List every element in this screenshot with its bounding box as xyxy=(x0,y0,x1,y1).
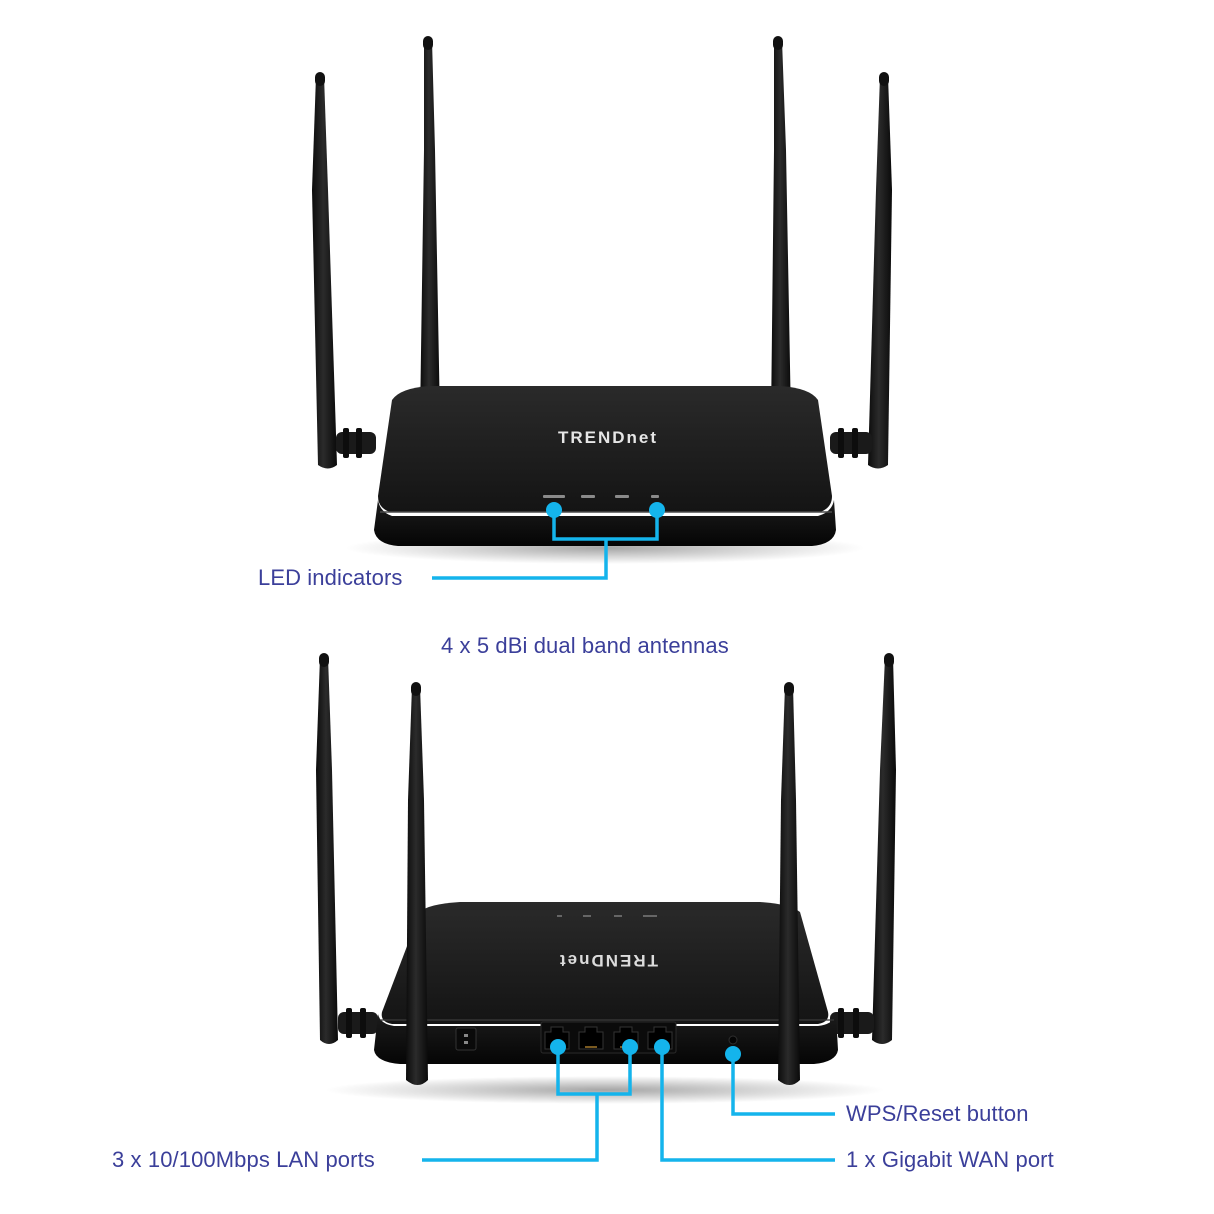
antenna-front-left-inner-icon xyxy=(420,36,440,420)
lan-port-2-icon xyxy=(578,1026,604,1050)
router-back-view: TRENDnet xyxy=(316,653,896,1104)
antenna-back-left-outer-icon xyxy=(316,653,378,1044)
caption-wan-port: 1 x Gigabit WAN port xyxy=(846,1147,1054,1172)
antenna-back-right-outer-icon xyxy=(830,653,896,1044)
callout-wps-leader xyxy=(731,1054,835,1116)
caption-antennas: 4 x 5 dBi dual band antennas xyxy=(441,633,729,658)
callout-lan-bracket xyxy=(556,1047,632,1096)
caption-lan-ports: 3 x 10/100Mbps LAN ports xyxy=(112,1147,375,1172)
led-indicator-row-back xyxy=(557,915,657,917)
antenna-back-left-inner-icon xyxy=(406,682,428,1085)
power-jack-icon xyxy=(455,1027,477,1051)
callout-lines xyxy=(422,510,835,1162)
antenna-front-right-inner-icon xyxy=(771,36,791,420)
caption-led-indicators: LED indicators xyxy=(258,565,403,590)
ethernet-ports xyxy=(540,1021,677,1054)
brand-logo-mirrored: TRENDnet xyxy=(558,951,658,970)
router-front-view: TRENDnet xyxy=(312,36,892,564)
wps-reset-button-icon xyxy=(728,1035,738,1045)
callout-dots xyxy=(546,502,741,1062)
caption-wps-reset-button: WPS/Reset button xyxy=(846,1101,1029,1126)
callout-wan-leader xyxy=(660,1047,835,1162)
antenna-front-right-outer-icon xyxy=(830,72,892,469)
brand-logo: TRENDnet xyxy=(558,428,658,447)
led-indicator-row xyxy=(543,495,659,498)
antenna-front-left-outer-icon xyxy=(312,72,376,469)
callout-led-leader xyxy=(432,539,608,580)
antenna-back-right-inner-icon xyxy=(778,682,800,1085)
callout-lan-leader xyxy=(422,1094,599,1162)
